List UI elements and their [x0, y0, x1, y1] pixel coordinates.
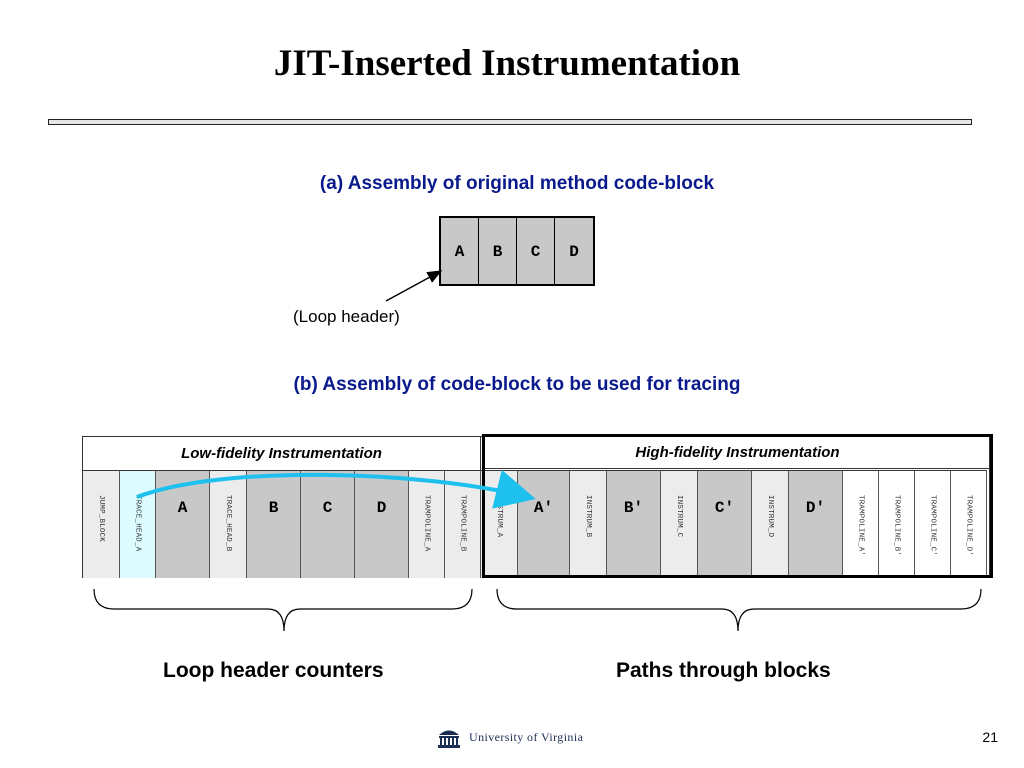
code-block-label: B′ [623, 499, 644, 517]
tracing-cell-trampoline-a: TRAMPOLINE_A' [843, 470, 879, 578]
university-logo: University of Virginia [437, 726, 583, 748]
block-cell-d: D [569, 243, 579, 261]
tracing-cell-trace-head-b: TRACE_HEAD_B [210, 470, 247, 578]
instrumentation-label: TRAMPOLINE_C' [928, 495, 937, 557]
instrumentation-label: TRACE_HEAD_B [224, 495, 232, 552]
title-divider [48, 119, 972, 125]
tracing-cell-trace-head-a: TRACE_HEAD_A [120, 470, 156, 578]
instrumentation-label: INSTRUM_C [675, 495, 683, 538]
original-code-block: A B C D [439, 216, 595, 286]
instrumentation-label: TRAMPOLINE_D' [964, 495, 973, 557]
tracing-cell-jump-block: JUMP_BLOCK [83, 470, 120, 578]
tracing-cell-instrum-b: INSTRUM_B [570, 470, 607, 578]
tracing-code-block-table: Low-fidelity Instrumentation JUMP_BLOCK T… [82, 434, 993, 578]
tracing-cell-c: C [301, 470, 355, 578]
section-a-heading: (a) Assembly of original method code-blo… [319, 173, 715, 194]
instrumentation-label: TRAMPOLINE_B [458, 495, 467, 552]
instrumentation-label: INSTRUM_B [584, 495, 592, 538]
tracing-cell-b: B′ [607, 470, 661, 578]
block-cell-b: B [479, 218, 517, 284]
code-block-label: B [268, 499, 279, 517]
loop-header-annotation: (Loop header) [293, 307, 400, 326]
high-fidelity-group: High-fidelity Instrumentation [482, 434, 993, 578]
code-block-label: C′ [714, 499, 735, 517]
instrumentation-label: INSTRUM_A [495, 495, 503, 538]
block-cell-c: C [517, 218, 555, 284]
tracing-cell-instrum-c: INSTRUM_C [661, 470, 698, 578]
instrumentation-label: TRAMPOLINE_A' [856, 495, 865, 557]
block-cell-a: A [441, 218, 479, 284]
code-block-label: D [376, 499, 387, 517]
code-block-label: A [177, 499, 188, 517]
rotunda-icon [438, 730, 460, 748]
high-fidelity-group-label: High-fidelity Instrumentation [485, 437, 990, 469]
code-block-label: A′ [533, 499, 554, 517]
instrumentation-label: TRAMPOLINE_B' [892, 495, 901, 557]
slide-title: JIT-Inserted Instrumentation [273, 43, 741, 84]
right-curly-brace [496, 588, 982, 632]
instrumentation-label: TRAMPOLINE_A [422, 495, 431, 552]
tracing-cell-d: D [355, 470, 409, 578]
tracing-cell-b: B [247, 470, 301, 578]
loop-header-counters-label: Loop header counters [163, 659, 384, 682]
tracing-cell-c: C′ [698, 470, 752, 578]
instrumentation-label: INSTRUM_D [766, 495, 774, 538]
section-b-heading: (b) Assembly of code-block to be used fo… [293, 374, 741, 395]
page-number: 21 [982, 729, 998, 745]
left-curly-brace [93, 588, 473, 632]
tracing-cell-trampoline-c: TRAMPOLINE_C' [915, 470, 951, 578]
university-name: University of Virginia [469, 729, 584, 744]
paths-through-blocks-label: Paths through blocks [616, 659, 831, 682]
loop-header-arrow [385, 270, 443, 302]
trace-head-to-instrumented-arrow [136, 469, 536, 509]
tracing-cell-d: D′ [789, 470, 843, 578]
code-block-label: D′ [805, 499, 826, 517]
code-block-label: C [322, 499, 333, 517]
tracing-cell-trampoline-d: TRAMPOLINE_D' [951, 470, 987, 578]
instrumentation-label: TRACE_HEAD_A [133, 495, 142, 552]
tracing-cell-trampoline-b: TRAMPOLINE_B' [879, 470, 915, 578]
instrumentation-label: JUMP_BLOCK [97, 495, 105, 543]
low-fidelity-group-label: Low-fidelity Instrumentation [83, 437, 481, 470]
tracing-cell-trampoline-a: TRAMPOLINE_A [409, 470, 445, 578]
tracing-cell-instrum-d: INSTRUM_D [752, 470, 789, 578]
